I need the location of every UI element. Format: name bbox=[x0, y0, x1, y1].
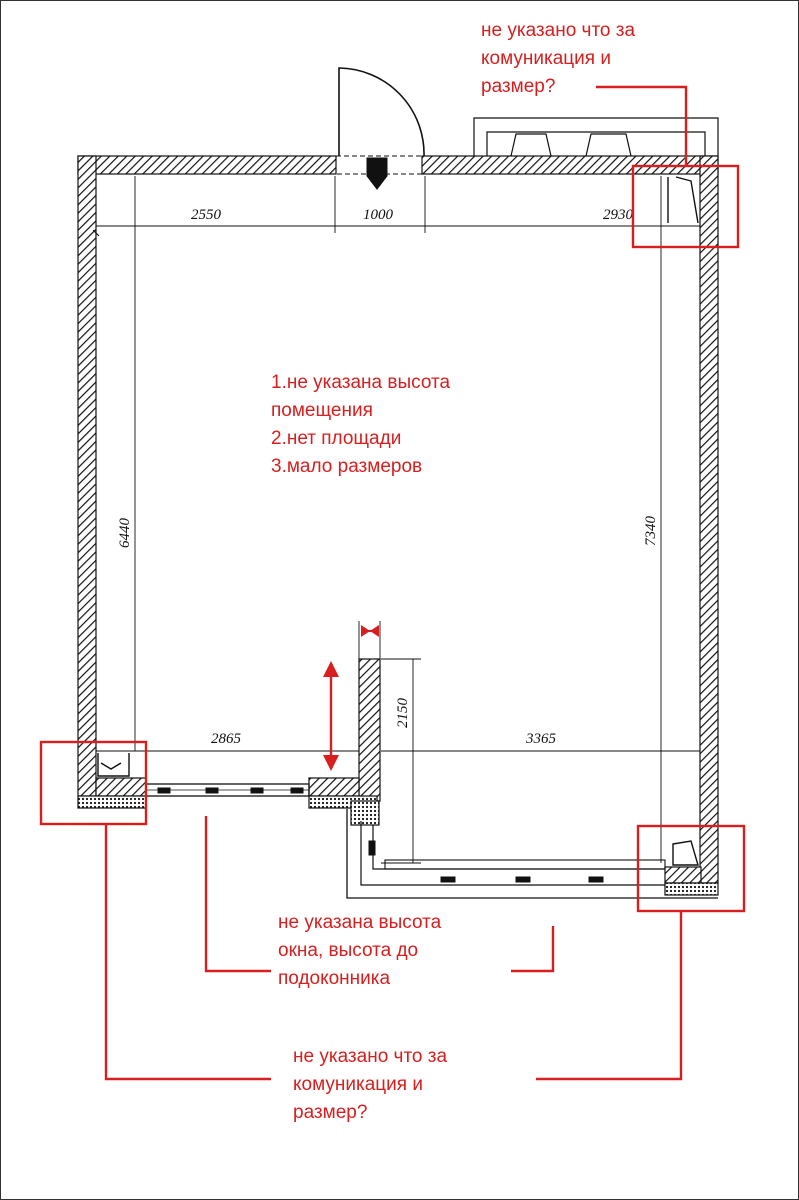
shaft-top-right bbox=[667, 176, 699, 224]
note-line: комуникация и bbox=[293, 1074, 423, 1095]
dim-top-left: 2550 bbox=[191, 207, 222, 223]
entrance-door bbox=[335, 67, 425, 190]
balcony-top bbox=[473, 117, 719, 157]
wall-bottom-right-stub bbox=[664, 866, 702, 884]
dim-door: 1000 bbox=[363, 207, 394, 223]
shaft-bottom-right bbox=[672, 840, 699, 866]
wall-bottom-mid-stub bbox=[308, 777, 360, 797]
wall-right bbox=[699, 155, 719, 884]
window-left bbox=[145, 783, 310, 797]
note-window: не указана высота окна, высота до подоко… bbox=[278, 909, 441, 993]
note-line: 2.нет площади bbox=[271, 428, 402, 449]
dim-top-right: 2930 bbox=[603, 207, 634, 223]
partition-sill bbox=[350, 800, 380, 826]
note-top-right: не указано что за комуникация и размер? bbox=[481, 17, 635, 101]
wall-partition bbox=[358, 658, 381, 802]
wall-left bbox=[77, 155, 97, 797]
leader-bottom-right bbox=[536, 911, 683, 1081]
note-center: 1.не указана высота помещения 2.нет площ… bbox=[271, 369, 450, 481]
window-right-loggia bbox=[346, 809, 718, 899]
note-line: 3.мало размеров bbox=[271, 456, 423, 477]
shafts bbox=[97, 176, 699, 866]
note-line: 1.не указана высота bbox=[271, 372, 451, 393]
dim-partition: 2150 bbox=[395, 698, 411, 729]
highlight-top-right bbox=[631, 164, 740, 249]
note-line: не указано что за bbox=[481, 20, 636, 41]
leader-window bbox=[204, 816, 271, 973]
wall-bottom-left-stub bbox=[95, 777, 147, 797]
red-annotations bbox=[39, 85, 746, 1081]
dim-bottom-right: 3365 bbox=[525, 731, 557, 747]
wall-top-left bbox=[77, 155, 337, 175]
highlight-bottom-right bbox=[636, 824, 746, 913]
note-line: подоконника bbox=[278, 968, 391, 989]
note-line: размер? bbox=[293, 1102, 368, 1123]
leader-bottom-left bbox=[104, 824, 271, 1081]
note-bottom: не указано что за комуникация и размер? bbox=[293, 1043, 447, 1127]
dim-bottom-left: 2865 bbox=[211, 731, 242, 747]
note-line: не указана высота bbox=[278, 912, 442, 933]
dimension-lines bbox=[92, 176, 701, 864]
sill-left-a bbox=[77, 795, 147, 809]
note-line: помещения bbox=[271, 400, 373, 421]
leader-top-right bbox=[596, 85, 688, 166]
note-line: комуникация и bbox=[481, 48, 611, 69]
note-line: размер? bbox=[481, 76, 556, 97]
note-line: не указано что за bbox=[293, 1046, 448, 1067]
shaft-bottom-left bbox=[97, 753, 130, 777]
note-line: окна, высота до bbox=[278, 940, 419, 961]
sill-right bbox=[664, 882, 719, 896]
highlight-bottom-left bbox=[39, 740, 148, 826]
dim-right-height: 7340 bbox=[643, 516, 659, 547]
dim-left-height: 6440 bbox=[117, 518, 133, 549]
leader-window-right bbox=[511, 926, 555, 973]
